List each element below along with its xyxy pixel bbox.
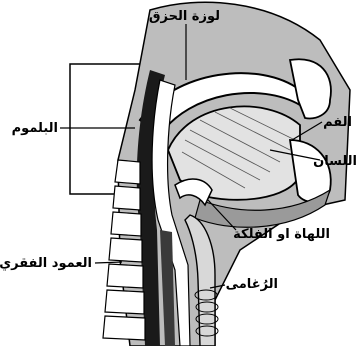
label-trachea: الرُغامى (226, 277, 278, 292)
label-tongue: اللسان (313, 154, 357, 169)
label-tonsil: لوزة الحزق (149, 9, 220, 24)
label-spine: العمود الفقري (0, 256, 92, 271)
label-pharynx: البلموم (12, 121, 58, 136)
label-mouth: الفم (323, 115, 352, 130)
label-epiglottis: اللهاة او الفلكة (233, 227, 330, 242)
